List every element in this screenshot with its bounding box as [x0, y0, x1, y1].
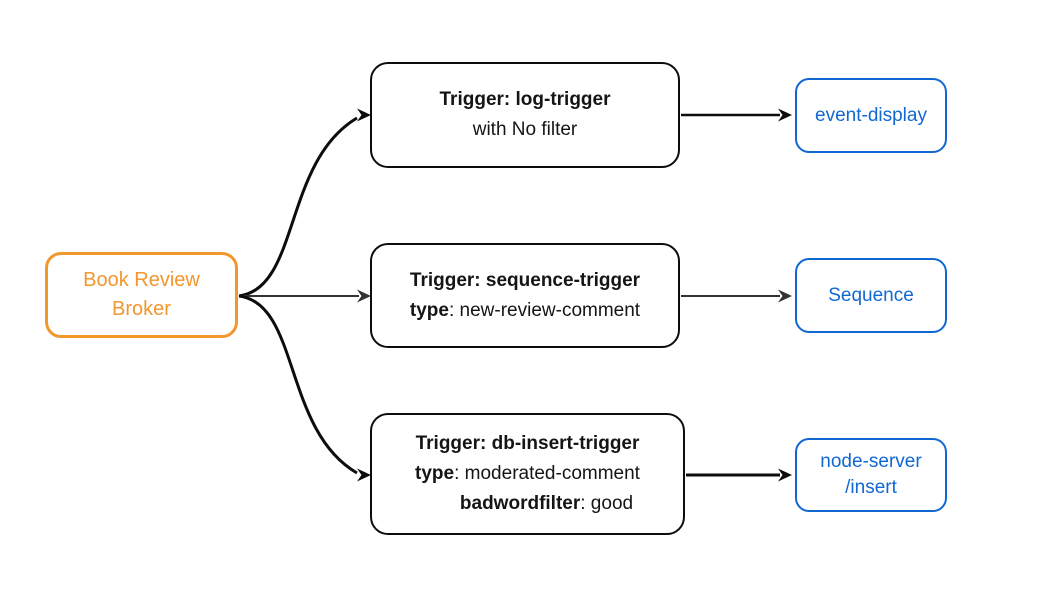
sink-node-server-label-line1: node-server	[820, 451, 922, 472]
arrowhead-db-insert-trigger	[357, 468, 371, 482]
trigger-db-attr2-key: badwordfilter	[459, 493, 581, 514]
trigger-db-attr2: badwordfilter: good	[422, 489, 633, 519]
sink-node-server-node: node-server /insert	[795, 438, 947, 512]
sink-node-server-label-line2: /insert	[845, 477, 897, 498]
trigger-sequence-title: Trigger: sequence-trigger	[409, 269, 641, 291]
sink-sequence-node: Sequence	[795, 258, 947, 333]
trigger-sequence-attr-value: : new-review-comment	[448, 299, 641, 321]
arrowhead-sequence-trigger	[357, 289, 371, 303]
trigger-db-attr2-value: : good	[580, 493, 634, 514]
broker-node: Book Review Broker	[45, 252, 238, 338]
trigger-db-attr1-value: : moderated-comment	[454, 463, 640, 484]
edge-broker-to-db-insert-trigger	[238, 294, 358, 475]
sink-sequence-label: Sequence	[828, 284, 914, 306]
trigger-db-insert-node: Trigger: db-insert-trigger type: moderat…	[370, 413, 685, 535]
trigger-db-attr1-key: type	[415, 463, 455, 484]
trigger-log-subtitle: with No filter	[472, 119, 578, 140]
trigger-db-title: Trigger: db-insert-trigger	[415, 433, 640, 454]
sink-event-display-node: event-display	[795, 78, 947, 153]
trigger-sequence-attr-key: type	[409, 299, 449, 321]
sink-event-display-label: event-display	[815, 104, 927, 126]
arrowhead-node-server	[778, 468, 792, 482]
arrowhead-log-trigger	[357, 108, 371, 122]
edge-broker-to-log-trigger	[238, 116, 358, 298]
trigger-sequence-attr: type: new-review-comment	[410, 296, 640, 326]
trigger-log-node: Trigger: log-trigger with No filter	[370, 62, 680, 168]
arrowhead-sequence	[778, 289, 792, 303]
trigger-db-attr1: type: moderated-comment	[415, 459, 640, 489]
broker-label-line1: Book Review	[83, 269, 200, 291]
trigger-log-title: Trigger: log-trigger	[439, 89, 611, 110]
trigger-sequence-node: Trigger: sequence-trigger type: new-revi…	[370, 243, 680, 348]
broker-label-line2: Broker	[112, 298, 171, 320]
arrowhead-event-display	[778, 108, 792, 122]
